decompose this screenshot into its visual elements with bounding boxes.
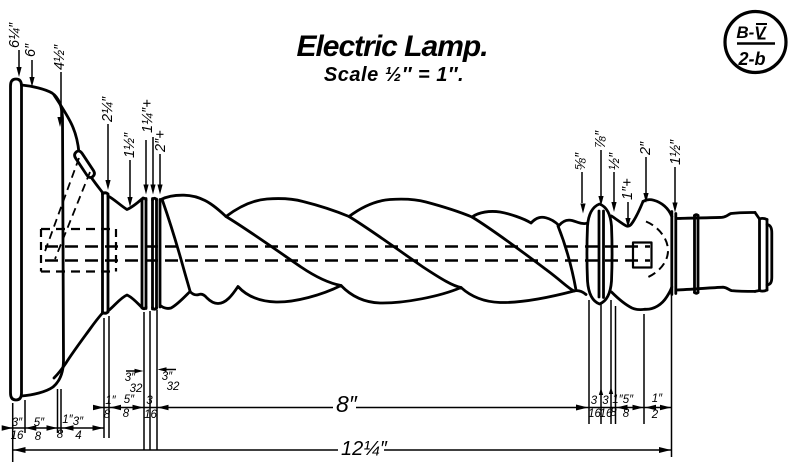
svg-text:6″: 6″ — [23, 43, 39, 57]
svg-text:½″: ½″ — [607, 152, 623, 170]
svg-text:1½″: 1½″ — [668, 139, 684, 165]
svg-text:1¼″+: 1¼″+ — [140, 99, 156, 133]
svg-text:⅞″: ⅞″ — [593, 130, 609, 148]
svg-text:6¼″: 6¼″ — [7, 22, 23, 48]
svg-text:3″: 3″ — [162, 371, 173, 383]
svg-text:32: 32 — [167, 381, 180, 393]
svg-text:1½″: 1½″ — [122, 132, 138, 158]
svg-text:1″: 1″ — [612, 394, 623, 406]
svg-text:4: 4 — [75, 430, 81, 442]
svg-text:2″: 2″ — [638, 141, 654, 156]
svg-text:1″+: 1″+ — [620, 178, 636, 200]
svg-text:5″: 5″ — [34, 417, 45, 429]
svg-text:3″: 3″ — [73, 416, 84, 428]
svg-text:Electric Lamp.: Electric Lamp. — [296, 30, 487, 63]
svg-text:16: 16 — [600, 408, 613, 420]
svg-text:B-V: B-V — [736, 23, 767, 42]
svg-text:8: 8 — [123, 408, 130, 420]
svg-text:Scale ½″ = 1″.: Scale ½″ = 1″. — [324, 64, 464, 86]
svg-text:2¼″: 2¼″ — [100, 96, 116, 123]
svg-text:3: 3 — [146, 395, 153, 407]
svg-text:2-b: 2-b — [738, 49, 766, 69]
svg-text:4½″: 4½″ — [52, 44, 68, 70]
svg-text:2: 2 — [651, 409, 659, 421]
svg-text:3″: 3″ — [125, 372, 136, 384]
svg-text:8: 8 — [35, 431, 42, 443]
svg-text:⅝″: ⅝″ — [573, 152, 589, 170]
svg-text:5″: 5″ — [124, 394, 135, 406]
svg-text:12¼″: 12¼″ — [341, 438, 388, 460]
svg-text:8: 8 — [610, 407, 617, 419]
svg-text:2″+: 2″+ — [153, 130, 169, 153]
svg-text:32: 32 — [130, 383, 143, 395]
svg-text:8: 8 — [104, 409, 111, 421]
svg-text:16: 16 — [144, 409, 157, 421]
svg-text:1″: 1″ — [105, 395, 116, 407]
svg-text:1″: 1″ — [62, 414, 73, 426]
svg-text:8″: 8″ — [336, 391, 358, 417]
svg-text:16: 16 — [588, 408, 601, 420]
svg-text:8: 8 — [57, 429, 64, 441]
svg-text:8: 8 — [623, 408, 630, 420]
svg-text:1″: 1″ — [652, 393, 663, 405]
svg-text:16: 16 — [11, 430, 24, 442]
svg-text:3″: 3″ — [12, 417, 23, 429]
svg-text:3: 3 — [602, 395, 609, 407]
svg-text:5″: 5″ — [623, 394, 634, 406]
svg-text:3: 3 — [591, 395, 598, 407]
